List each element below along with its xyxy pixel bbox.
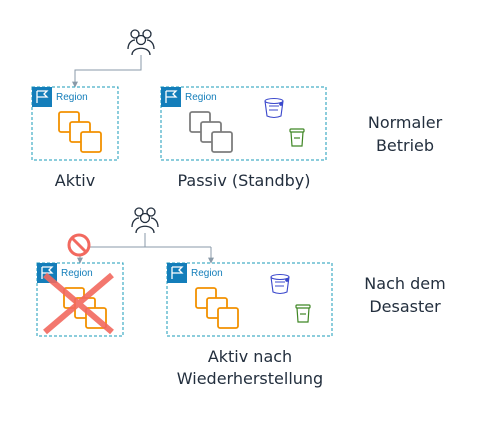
ec2-instances-standby-icon [189, 111, 233, 153]
state-label-line: Betrieb [375, 136, 435, 155]
region-label: Region [191, 268, 223, 279]
users-icon [131, 207, 159, 234]
connector-line [72, 55, 142, 88]
region-label: Region [61, 268, 93, 279]
state-label-line: Desaster [369, 297, 441, 316]
region-box-recovered [166, 262, 333, 337]
primary-caption: Aktiv [54, 171, 96, 190]
region-label: Region [185, 92, 217, 103]
caption-line: Aktiv nach [207, 347, 293, 366]
state-label-normal: Normaler Betrieb [355, 111, 455, 157]
s3-bucket-icon [270, 273, 290, 295]
secondary-caption: Passiv (Standby) [177, 171, 311, 190]
state-label-disaster: Nach dem Desaster [350, 272, 460, 318]
ec2-instances-icon [58, 111, 102, 153]
users-icon [127, 29, 155, 56]
region-box-primary [31, 86, 119, 161]
state-label-line: Normaler [367, 113, 443, 132]
prohibited-icon [67, 233, 91, 257]
connector-lines [77, 233, 214, 264]
database-icon [289, 128, 305, 147]
state-label-line: Nach dem [364, 274, 446, 293]
failure-cross-icon [43, 272, 114, 335]
database-icon [295, 304, 311, 323]
s3-bucket-icon [264, 97, 284, 119]
recovered-caption: Aktiv nach Wiederherstellung [160, 346, 340, 390]
region-box-secondary [160, 86, 327, 161]
caption-line: Wiederherstellung [176, 369, 324, 388]
ec2-instances-icon [195, 287, 239, 329]
region-label: Region [56, 92, 88, 103]
